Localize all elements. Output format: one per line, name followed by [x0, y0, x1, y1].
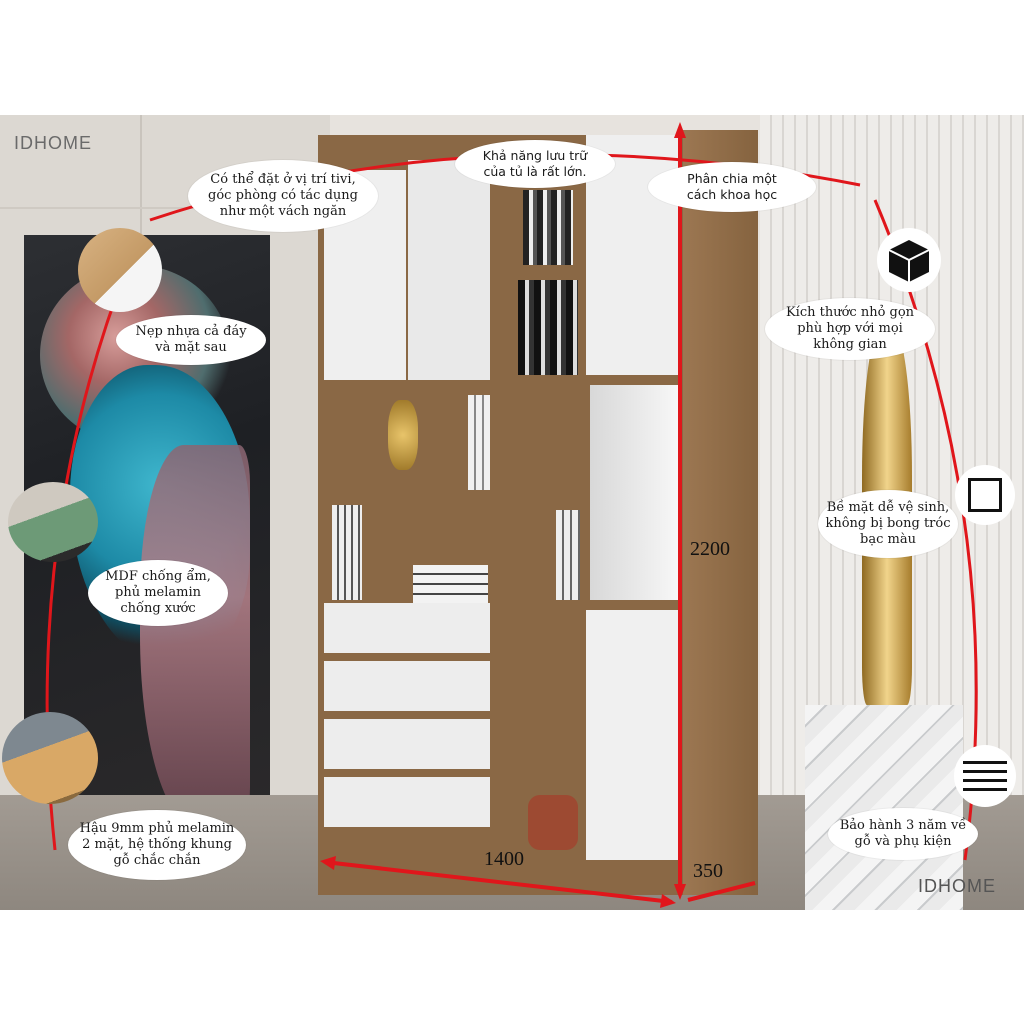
callout-text: Có thể đặt ở vị trí tivi, góc phòng có t…: [208, 172, 358, 219]
brand-logo: IDHOME: [918, 876, 996, 896]
top-white-band: [0, 0, 1024, 115]
arrow-head: [674, 884, 686, 900]
arrow-head: [674, 122, 686, 138]
callout-text: Kích thước nhỏ gọn phù hợp với mọi không…: [785, 305, 915, 352]
arrow-head: [660, 894, 676, 908]
marble-pedestal: [805, 705, 963, 910]
books: [556, 510, 580, 600]
callout-surface: Bề mặt dễ vệ sinh, không bị bong tróc bạ…: [818, 490, 958, 558]
callout-back-panel: Hậu 9mm phủ melamin 2 mặt, hệ thống khun…: [68, 810, 246, 880]
callout-compact: Kích thước nhỏ gọn phù hợp với mọi không…: [765, 298, 935, 360]
lines-icon: [954, 745, 1016, 807]
brand-logo: IDHOME: [14, 133, 92, 153]
books: [332, 505, 362, 600]
callout-mdf: MDF chống ẩm, phủ melamin chống xước: [88, 560, 228, 626]
glass-niche: [590, 385, 678, 600]
width-dimension-line: [324, 860, 673, 904]
books: [468, 395, 490, 490]
mdf-swatch: [8, 482, 98, 562]
callout-text: Bề mặt dễ vệ sinh, không bị bong tróc bạ…: [825, 500, 951, 547]
cabinet-side: [683, 130, 758, 895]
square-outline-icon: [955, 465, 1015, 525]
callout-edge-banding: Nẹp nhựa cả đáy và mặt sau: [116, 315, 266, 365]
callout-division: Phân chia một cách khoa học: [648, 162, 816, 212]
painting-face: [140, 445, 250, 825]
vase: [528, 795, 578, 850]
cube-icon: [877, 228, 941, 292]
drawer: [324, 719, 490, 769]
wall-panel-line: [0, 207, 330, 209]
callout-text: Khả năng lưu trữ của tủ là rất lớn.: [482, 148, 588, 179]
lower-right-door: [586, 610, 681, 860]
callout-text: Hậu 9mm phủ melamin 2 mặt, hệ thống khun…: [79, 821, 235, 868]
callout-text: Bảo hành 3 năm về gỗ và phụ kiện: [839, 818, 967, 849]
callout-text: MDF chống ẩm, phủ melamin chống xước: [105, 569, 211, 616]
back-panel-swatch: [2, 712, 98, 804]
bookcase-cabinet: [318, 130, 758, 895]
wall-panel-line: [140, 115, 142, 235]
books: [518, 280, 578, 375]
callout-storage: Khả năng lưu trữ của tủ là rất lớn.: [455, 140, 615, 188]
callout-text: Nẹp nhựa cả đáy và mặt sau: [135, 324, 247, 355]
height-label: 2200: [690, 538, 730, 560]
depth-dimension-line: [687, 881, 756, 902]
books: [523, 190, 573, 265]
callout-text: Phân chia một cách khoa học: [686, 171, 778, 202]
width-label: 1400: [484, 848, 524, 870]
upper-left-door: [408, 160, 490, 380]
depth-label: 350: [693, 860, 723, 882]
drawer: [324, 777, 490, 827]
callout-warranty: Bảo hành 3 năm về gỗ và phụ kiện: [828, 808, 978, 860]
drawer: [324, 603, 490, 653]
arrow-head: [320, 856, 336, 870]
callout-tv-corner: Có thể đặt ở vị trí tivi, góc phòng có t…: [188, 160, 378, 232]
drawer: [324, 661, 490, 711]
gold-figurine: [388, 400, 418, 470]
books: [413, 565, 488, 603]
wood-edge-swatch: [78, 228, 162, 312]
